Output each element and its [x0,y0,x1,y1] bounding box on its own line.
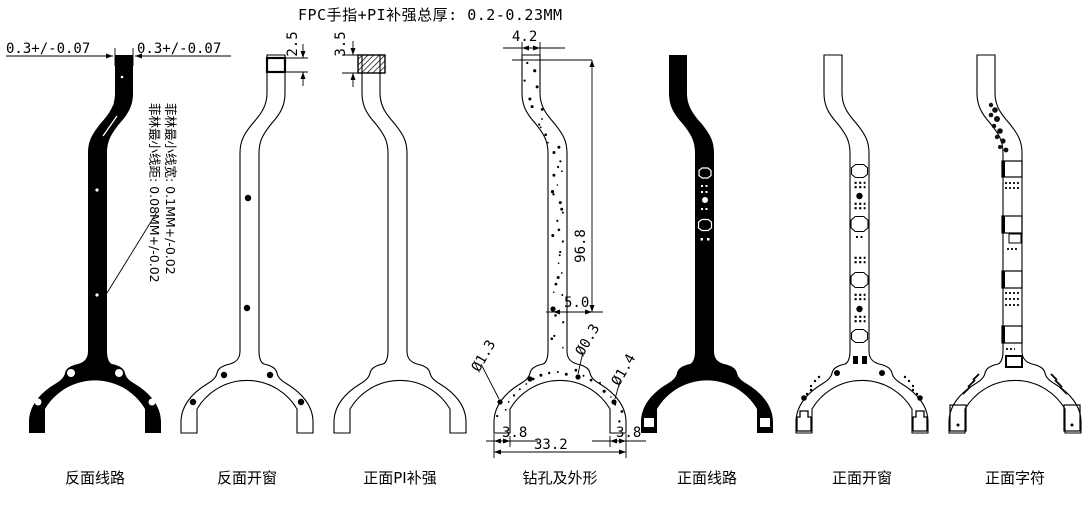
back-circuit-details [34,75,156,406]
film-spec-note: 菲林最小线宽: 0.1MM+/-0.02 菲林最小线距: 0.08MM+/-0.… [146,103,178,339]
back-circuit-body [29,55,161,433]
figure-front-silkscreen-shape [948,54,1082,434]
pi-stiffener-body [333,54,467,434]
caption-front-opening: 正面开窗 [831,469,892,487]
front-silkscreen-body [948,54,1082,434]
figure-front-opening-shape [795,54,929,434]
left-foot-connector [796,410,812,432]
film-min-line-width: 菲林最小线宽: 0.1MM+/-0.02 [163,103,178,275]
film-min-line-spacing: 菲林最小线距: 0.08MM+/-0.02 [147,103,162,283]
back-opening-body [180,54,314,434]
dim-top-left-width: 0.3+/-0.07 [6,41,91,57]
figure-back-circuit-shape [29,55,161,433]
figure-back-opening-shape [180,54,314,434]
caption-front-silkscreen: 正面字符 [984,469,1045,487]
dim-pad-offset: 5.0 [564,295,590,311]
front-circuit-body [641,55,773,433]
front-circuit-details [644,167,770,427]
silkscreen-neck-text-marks [988,102,1009,153]
dimension-lines [6,41,646,458]
figure-front-pi-stiffener-shape [333,54,467,434]
drawing-title: FPC手指+PI补强总厚: 0.2-0.23MM [298,6,563,24]
caption-front-pi-stiffener: 正面PI补强 [363,469,437,487]
drill-holes [497,306,617,405]
dim-foot-right: 3.8 [616,425,642,441]
front-opening-details [796,163,928,432]
front-opening-body [795,54,929,434]
dim-top-right-width: 0.3+/-0.07 [137,41,222,57]
figure-drill-outline-shape [493,54,627,434]
dim-back-window-thickness: 2.5 [285,31,301,57]
dim-overall-width: 33.2 [534,437,568,453]
back-opening-details [189,56,305,406]
caption-drill-outline: 钻孔及外形 [522,469,598,487]
dim-finger-width: 4.2 [512,29,538,45]
pi-stiffener-pad [357,54,386,74]
right-foot-connector [912,410,928,432]
caption-front-circuit: 正面线路 [676,469,737,487]
back-window-pad [265,56,287,74]
dim-foot-left: 3.8 [502,425,528,441]
stipple-texture [496,61,624,423]
silkscreen-details [949,160,1081,432]
figure-front-circuit-shape [641,55,773,433]
film-note-leader [106,211,158,294]
caption-back-opening: 反面开窗 [216,469,277,487]
drill-outline-body [493,54,627,434]
caption-back-circuit: 反面线路 [64,469,125,487]
right-foot-outline [1063,404,1081,432]
dim-body-height: 96.8 [573,229,589,263]
dim-pi-stiffener-thickness: 3.5 [333,31,349,57]
left-foot-outline [949,404,967,432]
